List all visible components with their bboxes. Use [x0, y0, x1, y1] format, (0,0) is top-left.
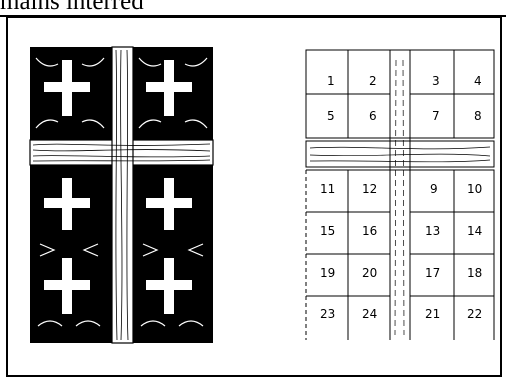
plot-number: 5 [327, 109, 335, 123]
plot-number: 19 [320, 266, 335, 280]
plot-number: 15 [320, 224, 335, 238]
plot-number: 16 [362, 224, 377, 238]
crossbar-band [306, 141, 494, 167]
plot-numbers: 1 2 3 4 5 6 7 8 11 12 9 10 15 16 13 14 1… [320, 74, 482, 321]
plot-number: 1 [327, 74, 335, 88]
plot-number: 4 [474, 74, 482, 88]
plot-number: 9 [430, 182, 438, 196]
plot-number: 18 [467, 266, 482, 280]
plot-number: 20 [362, 266, 377, 280]
plot-number: 22 [467, 307, 482, 321]
plot-number: 12 [362, 182, 377, 196]
plot-number: 10 [467, 182, 482, 196]
plot-number: 6 [369, 109, 377, 123]
vertical-band-edges [390, 50, 410, 340]
plot-number: 17 [425, 266, 440, 280]
plot-number: 13 [425, 224, 440, 238]
plot-number: 21 [425, 307, 440, 321]
plot-number: 8 [474, 109, 482, 123]
plot-number: 2 [369, 74, 377, 88]
plot-number: 11 [320, 182, 335, 196]
plot-number: 7 [432, 109, 440, 123]
plot-number: 23 [320, 307, 335, 321]
vertical-beam [112, 47, 133, 343]
plot-number: 14 [467, 224, 482, 238]
memorial-illustration [30, 47, 213, 343]
plot-number: 24 [362, 307, 377, 321]
plot-number: 3 [432, 74, 440, 88]
